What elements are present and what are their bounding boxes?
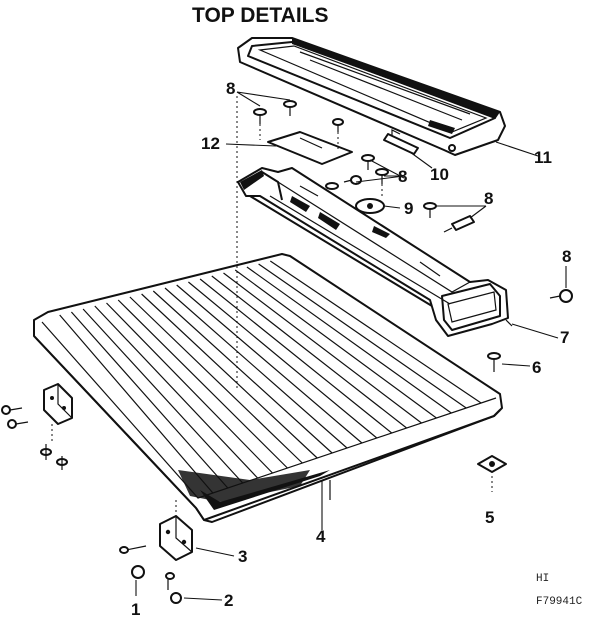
screw-8-b4 — [325, 182, 339, 190]
screw-8-a1 — [253, 108, 267, 124]
diagram-title: TOP DETAILS — [192, 4, 329, 27]
part-6-screw — [487, 352, 501, 372]
callout-9: 9 — [404, 199, 413, 218]
left-screw-4 — [56, 456, 68, 470]
corner-code-line-2: F79941C — [536, 596, 583, 608]
screw-8-c2 — [443, 215, 475, 233]
callout-8-right: 8 — [484, 189, 493, 208]
part-5-clip — [477, 455, 507, 492]
left-screw-3 — [40, 444, 52, 460]
part-2-screw — [165, 572, 182, 604]
callout-5: 5 — [485, 508, 494, 527]
callout-3: 3 — [238, 547, 247, 566]
part-12-plate — [267, 131, 353, 165]
callout-11: 11 — [534, 148, 552, 167]
part-8-screws — [253, 100, 573, 303]
screw-8-b2 — [375, 168, 389, 184]
left-hinge-assembly — [1, 383, 73, 470]
part-9-clip — [355, 198, 385, 214]
callout-4: 4 — [316, 527, 326, 546]
callouts: 8 12 8 10 9 8 11 8 7 6 4 5 3 2 1 — [131, 79, 571, 619]
callout-8-far-right: 8 — [562, 247, 571, 266]
callout-1: 1 — [131, 600, 140, 619]
screw-8-b3 — [343, 175, 362, 185]
leader-lines — [135, 91, 567, 601]
callout-7: 7 — [560, 328, 569, 347]
left-screw-1 — [1, 405, 23, 415]
part-3-hinge-bracket — [159, 500, 193, 561]
part-4-top-panel — [33, 253, 503, 523]
corner-code-line-1: HI — [536, 573, 549, 585]
screw-8-b1 — [361, 154, 375, 170]
callout-2: 2 — [224, 591, 233, 610]
screw-8-a2 — [283, 100, 297, 116]
part-1-screw — [119, 545, 147, 579]
part-7-console-base — [237, 167, 513, 337]
callout-8-top: 8 — [226, 79, 235, 98]
left-screw-2 — [7, 419, 29, 429]
screw-8-c1 — [423, 202, 437, 218]
callout-10: 10 — [430, 165, 449, 184]
part-11-control-panel — [237, 37, 506, 156]
callout-6: 6 — [532, 358, 541, 377]
callout-8-mid: 8 — [398, 167, 407, 186]
screw-8-a3 — [332, 118, 344, 132]
callout-12: 12 — [201, 134, 220, 153]
part-10-bracket — [383, 129, 419, 155]
screw-8-d — [549, 289, 573, 303]
